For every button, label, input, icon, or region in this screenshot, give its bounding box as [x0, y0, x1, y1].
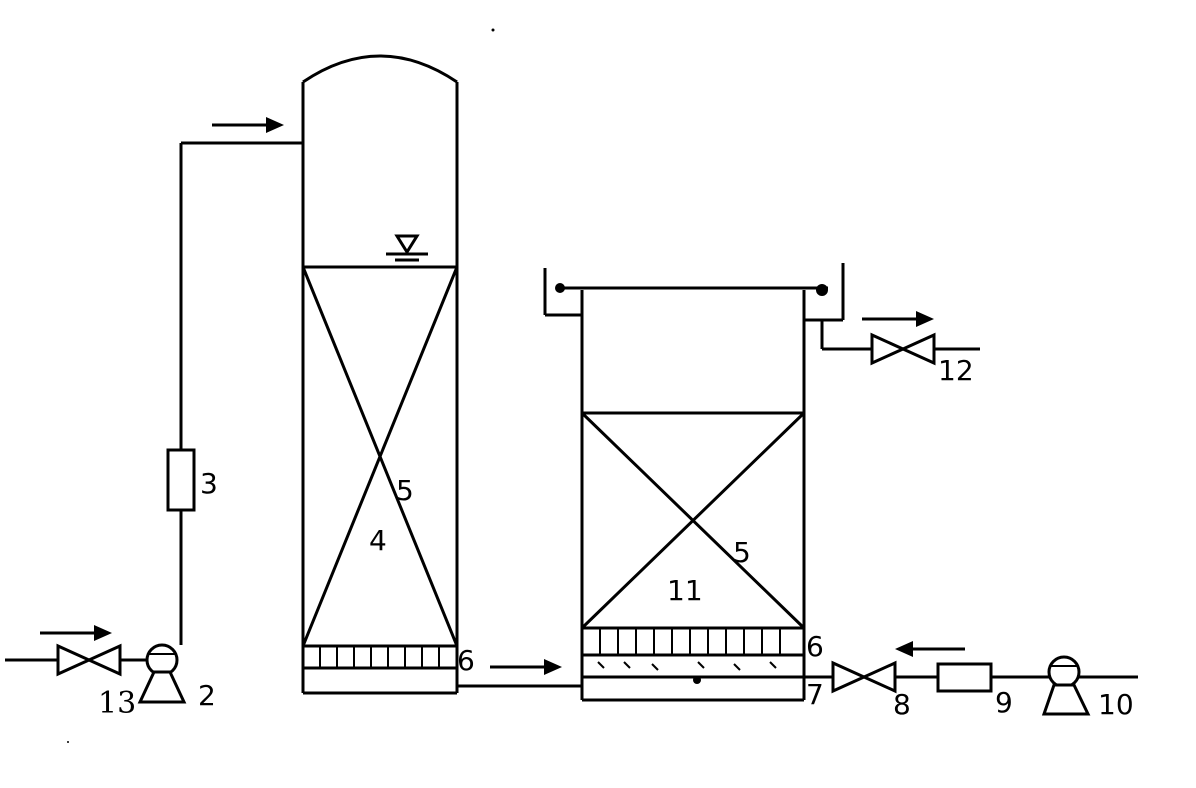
valve-outlet-label: 12: [938, 354, 974, 387]
column-right-label: 11: [667, 574, 703, 607]
overflow-trough: [543, 263, 845, 322]
flow-arrow-outlet-icon: [862, 311, 934, 327]
outlet-line: [820, 320, 980, 351]
distributor-right-icon: [599, 628, 781, 655]
valve-right-label: 8: [893, 688, 911, 721]
aeration-bubbles-icon: [597, 661, 777, 684]
valve-right-icon: [831, 660, 897, 694]
flow-arrow-inlet-icon: [40, 625, 112, 641]
scan-speck: [67, 741, 69, 743]
flow-arrow-right-inlet-icon: [895, 641, 965, 657]
flow-arrow-top-icon: [212, 117, 284, 133]
pump-right-icon: [1041, 655, 1091, 716]
scan-speck: [491, 28, 495, 32]
valve-inlet-icon: [56, 643, 122, 677]
packing-left-label: 5: [396, 474, 414, 507]
flow-arrow-middle-icon: [490, 659, 562, 675]
packing-right-label: 5: [733, 536, 751, 569]
pump-left-label: 2: [198, 679, 216, 712]
distributor-left-label: 6: [457, 644, 475, 677]
packing-left-icon: [301, 266, 459, 647]
riser-line-left: [179, 141, 303, 645]
packing-right-icon: [580, 411, 806, 630]
column-right: [580, 290, 806, 702]
flowmeter-left-icon: [166, 448, 196, 512]
pump-right-label: 10: [1098, 688, 1134, 721]
column-left-label: 4: [369, 524, 387, 557]
bottom-plate-right-label: 7: [806, 678, 824, 711]
valve-inlet-label: 13: [98, 686, 136, 721]
distributor-right-label: 6: [806, 630, 824, 663]
water-level-icon: [386, 234, 428, 262]
distributor-left-icon: [319, 646, 440, 668]
pump-left-icon: [137, 643, 187, 704]
flowmeter-right-icon: [936, 662, 993, 693]
valve-outlet-icon: [870, 332, 936, 366]
column-left: [301, 54, 459, 695]
flowmeter-left-label: 3: [200, 467, 218, 500]
flowmeter-right-label: 9: [995, 686, 1013, 719]
